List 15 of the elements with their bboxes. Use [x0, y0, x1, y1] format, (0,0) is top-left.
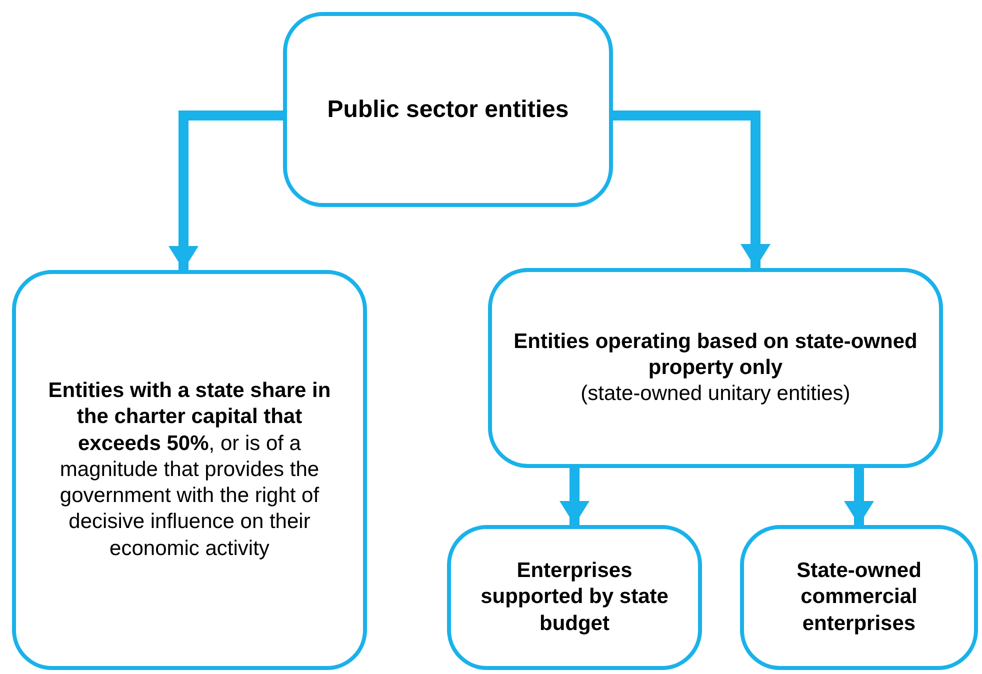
rounded-box — [447, 525, 702, 670]
box-note: (state-owned unitary entities) — [580, 381, 850, 408]
box-label: State-owned commercial enterprises — [796, 558, 922, 637]
arrow — [168, 110, 283, 270]
arrow — [844, 468, 874, 525]
rounded-box — [283, 12, 613, 207]
box-label: Entities with a state share in the charter capital that exceeds 50%, or is of a magnitude that provides the government with the right of decisive influence on their economic activity — [47, 378, 332, 562]
rounded-box — [740, 525, 978, 670]
box-label: Public sector entities — [327, 94, 569, 124]
arrow — [613, 110, 770, 268]
box-label: Entities operating based on state-owned property only — [512, 328, 918, 381]
rounded-box — [488, 268, 943, 468]
rounded-box — [12, 270, 367, 670]
box-label: Enterprises supported by state budget — [480, 558, 670, 637]
arrow — [560, 468, 590, 525]
